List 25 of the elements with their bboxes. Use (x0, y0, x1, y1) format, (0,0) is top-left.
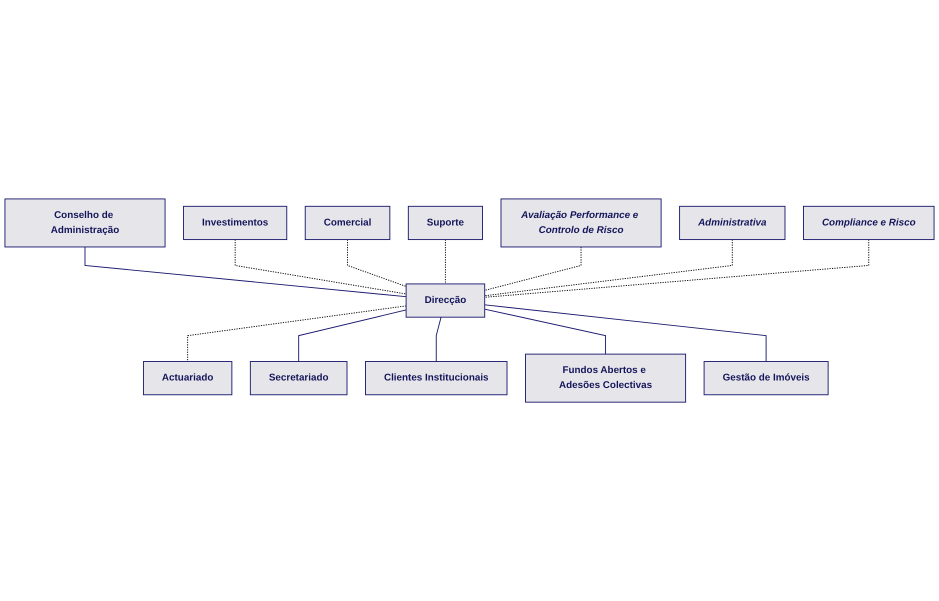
node-box: Direcção (406, 283, 486, 318)
node-box: Suporte (408, 206, 483, 240)
connector (444, 239, 446, 284)
connector (187, 305, 407, 362)
node-box: Administrativa (679, 206, 786, 240)
node-box: Avaliação Performance e Controlo de Risco (500, 198, 662, 248)
node-box: Conselho de Administração (4, 198, 166, 248)
node-box: Secretariado (250, 361, 348, 396)
node-box: Fundos Abertos e Adesões Colectivas (525, 354, 686, 403)
connector (484, 239, 870, 298)
connector (234, 239, 407, 294)
connector (484, 304, 767, 362)
connector (298, 309, 407, 362)
connector (484, 308, 606, 355)
node-box: Gestão de Imóveis (704, 361, 829, 396)
node-box: Compliance e Risco (803, 206, 935, 240)
node-box: Comercial (304, 206, 390, 240)
connector (436, 316, 442, 362)
connector (347, 239, 407, 287)
connector (84, 246, 407, 298)
connector (484, 246, 582, 291)
node-box: Investimentos (183, 206, 288, 240)
node-box: Actuariado (142, 361, 232, 396)
connector (484, 239, 733, 296)
node-box: Clientes Institucionais (365, 361, 508, 396)
